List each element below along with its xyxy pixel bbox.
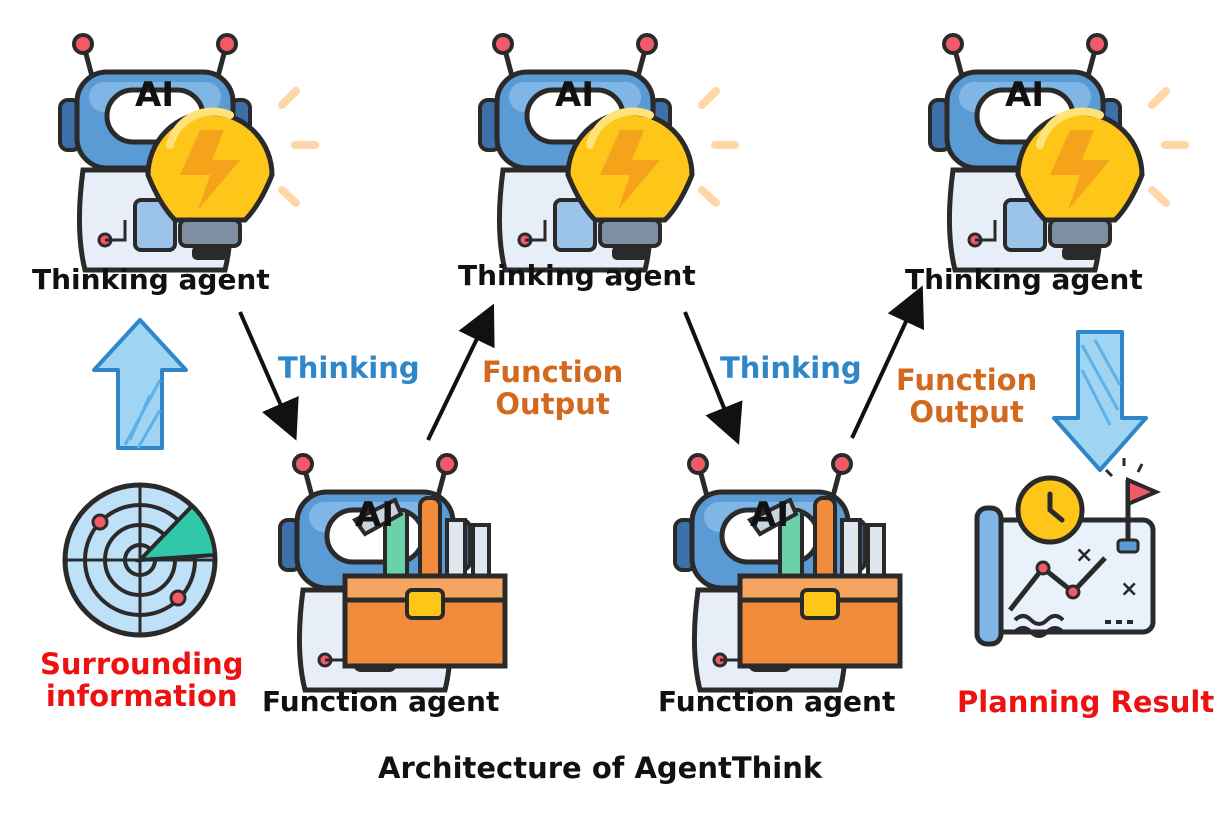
downward-flow-arrow [1052,330,1148,472]
diagram-caption: Architecture of AgentThink [378,751,823,785]
ai-badge-2: AI [555,75,594,115]
ai-badge-1: AI [135,75,174,115]
thinking-agent-2-icon [480,35,735,270]
thinking-agent-label-1: Thinking agent [32,263,270,296]
thinking-arrow-1 [238,311,299,441]
ai-badge-5: AI [750,495,789,535]
function-output-label-1: Function Output [482,356,623,421]
function-agent-1-icon [280,455,505,690]
surrounding-information-label: Surrounding information [40,648,243,713]
thinking-label-1: Thinking [278,351,420,385]
function-agent-label-2: Function agent [658,685,896,718]
function-output-line-2: Output [495,387,610,422]
function-output-label-2: Function Output [896,364,1037,429]
thinking-agent-3-icon [930,35,1185,270]
thinking-agent-label-3: Thinking agent [905,263,1143,296]
svg-text:×: × [1075,543,1093,568]
surrounding-line-1: Surrounding [40,647,244,681]
function-output-line-2b: Output [909,395,1024,430]
function-agent-label-1: Function agent [262,685,500,718]
thinking-label-2: Thinking [720,351,862,385]
function-output-arrow-2 [850,285,925,439]
thinking-arrow-2 [683,311,743,445]
upward-flow-arrow [92,318,188,450]
thinking-agent-label-2: Thinking agent [458,259,696,292]
function-output-arrow-1 [426,303,495,441]
ai-badge-3: AI [1005,75,1044,115]
planning-result-label: Planning Result [957,685,1215,719]
function-agent-2-icon [675,455,900,690]
function-output-line-1b: Function [896,363,1038,397]
radar-icon [62,482,218,638]
planning-map-icon: × × [974,505,1156,647]
flag-icon [1104,458,1162,554]
surrounding-line-2: information [45,679,238,714]
function-output-line-1: Function [482,355,624,389]
ai-badge-4: AI [355,495,394,535]
thinking-agent-1-icon [60,35,315,270]
clock-icon [1015,475,1085,545]
svg-text:×: × [1120,577,1138,602]
